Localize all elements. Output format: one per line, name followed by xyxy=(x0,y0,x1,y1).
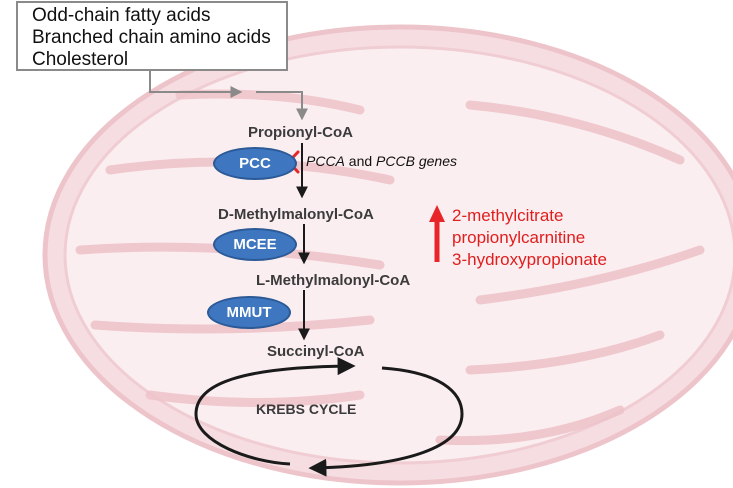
pathway-arrows xyxy=(296,143,310,341)
krebs-cycle-label: KREBS CYCLE xyxy=(256,401,357,417)
metabolite-succinyl-coa: Succinyl-CoA xyxy=(267,343,365,360)
gene-annotation: PCCA and PCCB genes xyxy=(306,153,457,169)
up-arrow-icon xyxy=(429,205,445,262)
source-connector-arrow xyxy=(149,71,308,121)
enzyme-pcc: PCC xyxy=(213,147,297,180)
gene-pcca: PCCA xyxy=(306,153,345,169)
metabolite-d-methylmalonyl-coa: D-Methylmalonyl-CoA xyxy=(218,206,374,223)
marker-propionylcarnitine: propionylcarnitine xyxy=(452,228,586,247)
enzyme-mcee-label: MCEE xyxy=(233,236,277,253)
marker-2-methylcitrate: 2-methylcitrate xyxy=(452,206,564,225)
metabolite-l-methylmalonyl-coa: L-Methylmalonyl-CoA xyxy=(256,272,411,289)
mitochondrion-illustration xyxy=(42,24,733,486)
enzyme-pcc-label: PCC xyxy=(239,155,271,172)
enzyme-mcee: MCEE xyxy=(213,228,297,261)
precursor-sources-box: Odd-chain fatty acids Branched chain ami… xyxy=(16,1,288,71)
enzyme-mmut: MMUT xyxy=(207,296,291,329)
gene-pccb: PCCB genes xyxy=(376,153,457,169)
krebs-cycle-arrows xyxy=(194,357,464,477)
gene-conjunction: and xyxy=(344,153,377,169)
marker-3-hydroxypropionate: 3-hydroxypropionate xyxy=(452,250,607,269)
source-odd-chain-fatty-acids: Odd-chain fatty acids xyxy=(32,5,211,26)
source-cholesterol: Cholesterol xyxy=(32,49,129,70)
source-branched-chain-amino-acids: Branched chain amino acids xyxy=(32,27,271,48)
enzyme-mmut-label: MMUT xyxy=(226,304,272,321)
metabolite-propionyl-coa: Propionyl-CoA xyxy=(248,124,353,141)
